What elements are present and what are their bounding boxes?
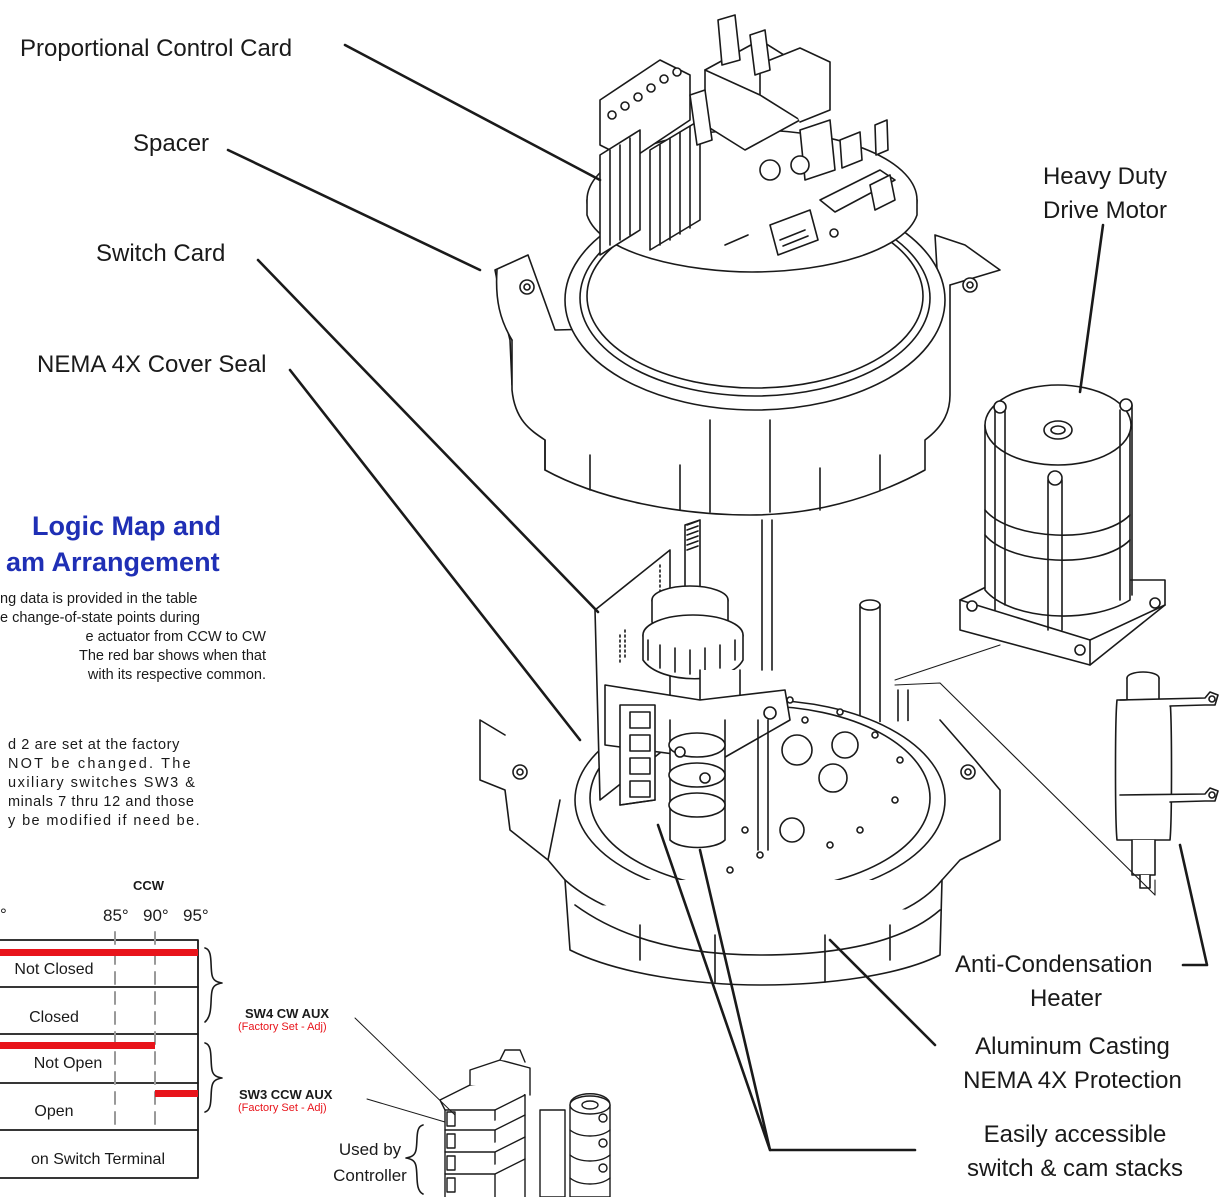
angle-85: 85° [103,906,129,925]
drive-motor [959,384,1166,666]
paragraph2-line: uxiliary switches SW3 & [8,775,197,791]
label-drive-motor-line2: Drive Motor [1042,197,1168,224]
paragraph1-line: e change-of-state points during [0,610,200,626]
red-bar-open [155,1090,198,1097]
paragraph1-line: with its respective common. [87,667,266,683]
used-by-line2: Controller [333,1166,407,1185]
logic-table-red-bars [0,949,198,1097]
section-title-line1: Logic Map and [32,511,221,541]
red-bar-not-closed [0,949,198,956]
paragraph1-line: The red bar shows when that [79,648,266,664]
label-casting-line2: NEMA 4X Protection [963,1067,1182,1094]
control-card [586,14,918,273]
logic-table-angle-markers [114,931,156,1131]
sw3-name: SW3 CCW AUX [239,1087,333,1102]
section-paragraph-1: ng data is provided in the table e chang… [0,590,266,685]
label-proportional-control-card: Proportional Control Card [20,35,293,62]
paragraph2-line: minals 7 thru 12 and those [8,794,195,810]
row-not-closed: Not Closed [14,961,94,978]
label-casting-line1: Aluminum Casting [975,1033,1170,1060]
sw3-note: (Factory Set - Adj) [238,1102,327,1114]
paragraph2-line: y be modified if need be. [8,813,201,829]
sw4-note: (Factory Set - Adj) [238,1021,327,1033]
row-open: Open [34,1103,74,1120]
table-footer: on Switch Terminal [31,1151,165,1168]
label-switch-stacks-line2: switch & cam stacks [966,1155,1184,1182]
angle-90: 90° [143,906,169,925]
sw4-name: SW4 CW AUX [245,1006,330,1021]
row-closed: Closed [29,1009,79,1026]
row-not-open: Not Open [33,1055,103,1072]
angle-95: 95° [183,906,209,925]
angle-partial: ° [0,905,7,924]
paragraph2-line: d 2 are set at the factory [8,737,180,753]
heater [1114,671,1219,889]
paragraph2-line: NOT be changed. The [8,756,193,772]
label-heater-line2: Heater [1029,985,1103,1012]
switch-card-assembly [594,519,791,851]
red-bar-not-open [0,1042,155,1049]
switch-leader-lines [354,1017,456,1123]
logic-table-grid [0,939,199,1179]
label-switch-stacks-line1: Easily accessible [983,1121,1167,1148]
direction-label: CCW [133,878,165,893]
paragraph1-line: e actuator from CCW to CW [85,629,266,645]
label-switch-card: Switch Card [96,240,226,267]
section-title-line2: am Arrangement [6,547,220,577]
label-drive-motor-line1: Heavy Duty [1042,163,1168,190]
logic-table-braces [204,947,424,1195]
switch-stack-illustration [439,1049,611,1197]
label-heater-line1: Anti-Condensation [955,951,1153,978]
paragraph1-line: ng data is provided in the table [0,591,198,607]
label-spacer: Spacer [133,130,210,157]
section-paragraph-2: d 2 are set at the factory NOT be change… [0,736,266,831]
used-by-line1: Used by [338,1140,402,1159]
label-cover-seal: NEMA 4X Cover Seal [37,351,267,378]
heater-wire-leaders [894,644,1156,896]
leader-lines [226,43,1209,1152]
